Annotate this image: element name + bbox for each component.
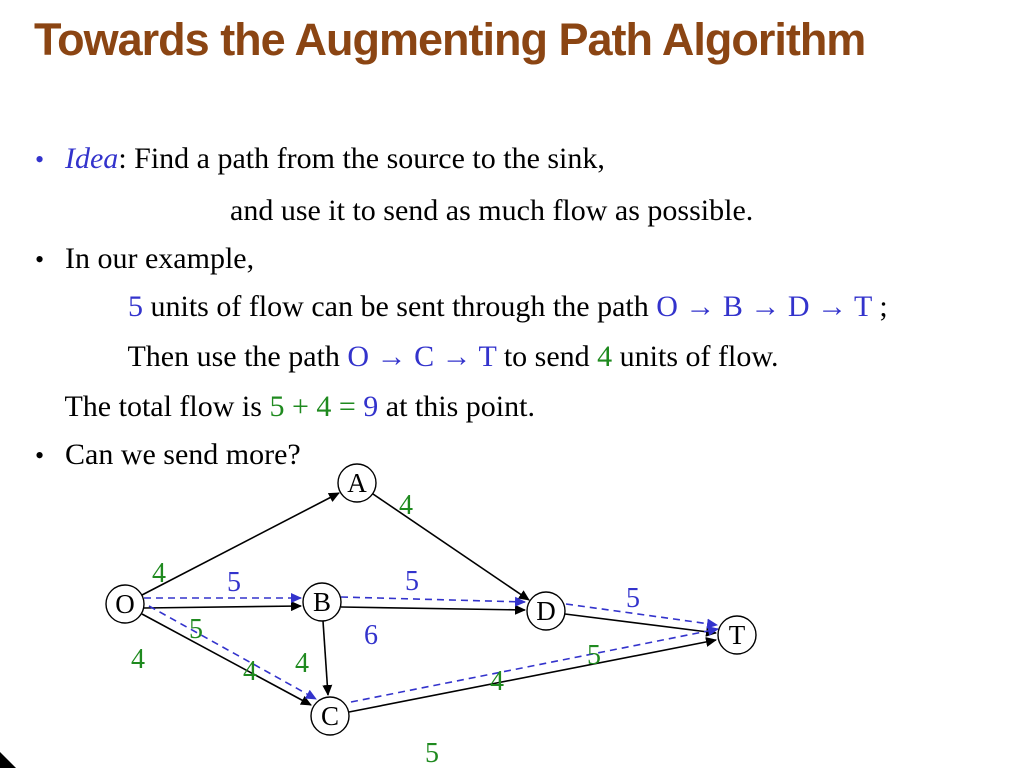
edge-A-D	[372, 493, 530, 601]
node-label-T: T	[729, 620, 746, 650]
flow1-path: O → B → D → T	[656, 290, 872, 323]
edge-D-T	[564, 613, 717, 637]
bullet-line-idea: • Idea: Find a path from the source to th…	[20, 108, 605, 176]
edge-O-C	[141, 613, 312, 706]
line-flow-path-1: 5 units of flow can be sent through the …	[113, 256, 888, 324]
edge-O-B	[143, 601, 302, 612]
capacity-label-O-C: 4	[131, 644, 145, 675]
flow2-end: units of flow.	[612, 340, 779, 373]
flow2-path: O → C → T	[347, 340, 497, 373]
bullet-marker: •	[35, 441, 45, 470]
flow-edge-D-T	[565, 603, 718, 629]
capacity-label-O-A: 4	[152, 558, 166, 589]
line-total-flow: The total flow is 5 + 4 = 9 at this poin…	[50, 356, 535, 424]
edge-B-C	[322, 620, 333, 696]
flow1-amount: 5	[128, 290, 143, 323]
edge-B-D	[340, 604, 526, 615]
node-B	[302, 582, 342, 622]
total-value: 9	[363, 390, 379, 423]
node-label-C: C	[321, 701, 339, 731]
example-text: In our example,	[65, 242, 255, 275]
total-pre: The total flow is	[64, 390, 270, 423]
bullet-line-more: • Can we send more?	[20, 404, 301, 472]
flow-label-O-B: 5	[227, 567, 241, 598]
node-C	[310, 696, 350, 736]
total-sum: 5 + 4 =	[269, 390, 364, 423]
flow1-end: ;	[871, 290, 888, 323]
capacity-label-O-B: 5	[189, 614, 203, 645]
line-idea-continuation: and use it to send as much flow as possi…	[215, 160, 753, 228]
flow1-text: units of flow can be sent through the pa…	[143, 290, 657, 323]
capacity-label-A-D: 4	[399, 490, 413, 521]
flow-label-D-T: 5	[626, 583, 640, 614]
corner-mark	[0, 752, 16, 768]
capacity-label-B-D: 6	[364, 620, 378, 651]
flow-label-B-D: 5	[405, 566, 419, 597]
bullet-marker: •	[35, 145, 45, 174]
flow-label-C-T: 4	[490, 666, 504, 697]
bullet-line-example: • In our example,	[20, 208, 254, 276]
flow2-amount: 4	[597, 340, 613, 373]
flow2-mid: to send	[496, 340, 598, 373]
capacity-label-B-C: 4	[295, 648, 309, 679]
node-label-B: B	[313, 587, 331, 617]
node-O	[105, 584, 145, 624]
flow-label-O-C: 4	[243, 656, 257, 687]
slide-title: Towards the Augmenting Path Algorithm	[34, 14, 866, 65]
total-end: at this point.	[378, 390, 535, 423]
flow2-pre: Then use the path	[127, 340, 348, 373]
node-T	[717, 615, 757, 655]
node-label-D: D	[536, 596, 556, 626]
capacity-label-D-T: 5	[587, 640, 601, 671]
idea-continuation-text: and use it to send as much flow as possi…	[230, 194, 754, 227]
node-label-A: A	[347, 468, 367, 498]
node-label-O: O	[115, 589, 135, 619]
flow-edge-C-T	[350, 626, 719, 703]
line-flow-path-2: Then use the path O → C → T to send 4 un…	[113, 306, 779, 374]
flow-edge-O-C	[148, 605, 317, 700]
edge-C-T	[348, 637, 717, 713]
edge-O-A	[141, 492, 340, 596]
flow-edge-B-D	[340, 596, 526, 607]
idea-text: : Find a path from the source to the sin…	[118, 142, 605, 175]
capacity-label-C-T: 5	[425, 738, 439, 768]
node-D	[526, 591, 566, 631]
more-text: Can we send more?	[65, 438, 301, 471]
node-A	[337, 463, 377, 503]
idea-keyword: Idea	[65, 142, 119, 175]
bullet-marker: •	[35, 245, 45, 274]
